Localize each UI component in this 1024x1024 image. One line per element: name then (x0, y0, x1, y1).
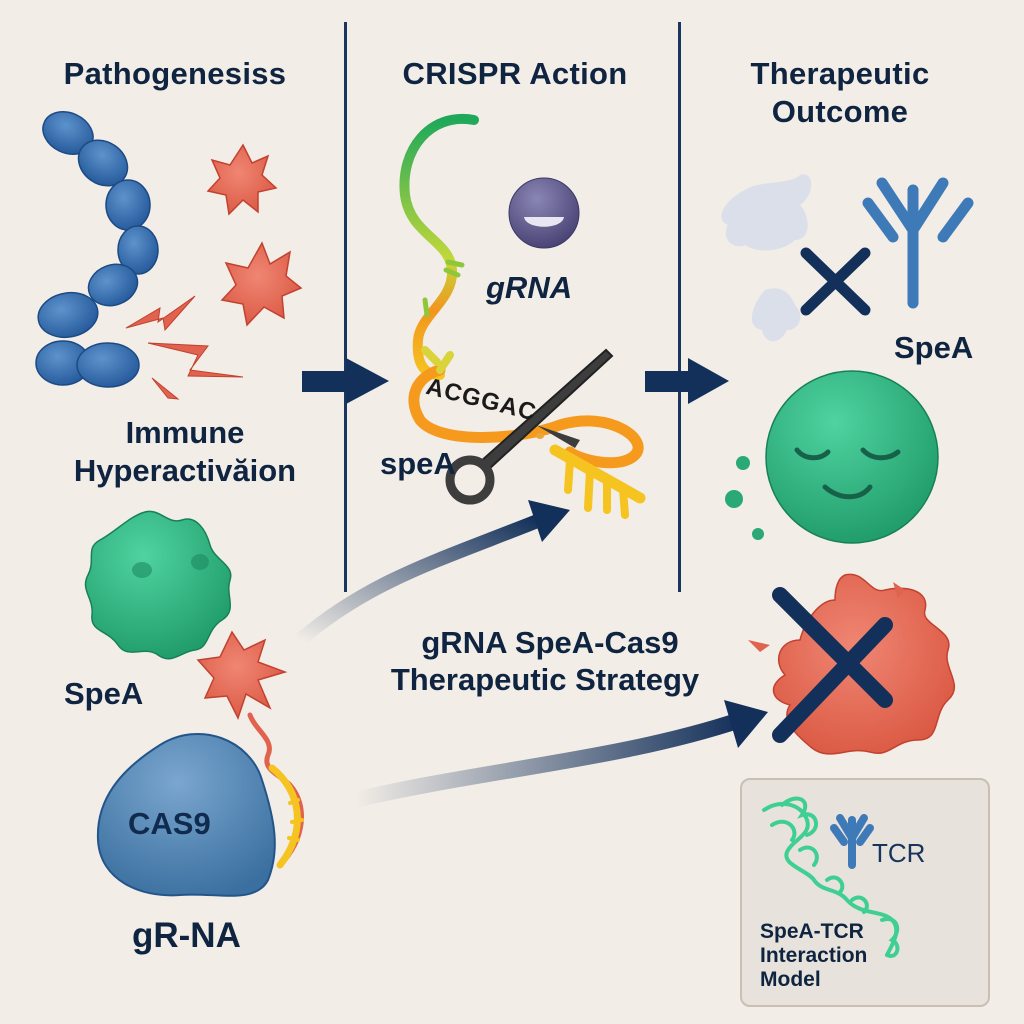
arrow-right-icon (302, 358, 389, 404)
blocked-x-icon (800, 247, 871, 316)
toxin-star-icon (196, 630, 288, 720)
arrow-right-icon (645, 358, 729, 404)
header-therapeutic-outcome-line2: Outcome (771, 94, 909, 129)
protein-ribbon-icon (762, 796, 900, 958)
strategy-arrow-upper (295, 500, 570, 646)
immune-label-line2: Hyperactivăion (73, 453, 297, 488)
antibody-speA-label: SpeA (894, 330, 974, 365)
header-crispr-action: CRISPR Action (402, 56, 628, 91)
toxin-star-icon (206, 143, 278, 216)
healthy-cell-icon (725, 370, 939, 544)
toxin-label: SpeA (64, 676, 144, 711)
cas9-protein-icon (96, 733, 276, 897)
header-pathogenesis: Pathogenesiss (63, 56, 287, 91)
tcr-label: TCR (872, 838, 926, 868)
column-divider-left (344, 22, 347, 592)
antibody-icon (862, 177, 974, 309)
strategy-label-line2: Therapeutic Strategy (390, 662, 700, 697)
streptococcus-chain-icon (35, 111, 159, 388)
destroyed-toxin-icon (748, 573, 955, 755)
toxin-star-icon (220, 241, 303, 327)
grna-label: gRNA (486, 270, 573, 305)
cas9-label: CAS9 (128, 806, 211, 841)
strategy-arrow-lower (353, 700, 768, 808)
destroyed-x-icon (772, 587, 893, 743)
scissors-icon (445, 348, 614, 505)
grna-label-bottom: gR-NA (132, 916, 241, 955)
tcr-model-line1: SpeA-TCR (760, 920, 864, 943)
tcr-interaction-panel: TCR SpeA-TCR Interaction Model (740, 778, 990, 1007)
grna-strand-icon (247, 712, 304, 869)
strategy-label-line1: gRNA SpeA-Cas9 (421, 625, 679, 660)
immune-label-line1: Immune (125, 415, 245, 450)
tcr-model-line2: Interaction (760, 944, 868, 967)
grna-molecule-icon (508, 177, 580, 249)
speA-gene-label: speA (380, 446, 456, 481)
neutralized-toxin-icon (721, 174, 812, 342)
grna-strand-icon (399, 113, 646, 519)
lightning-bolt-icon (125, 295, 244, 400)
header-therapeutic-outcome-line1: Therapeutic (750, 56, 930, 91)
column-divider-right (678, 22, 681, 592)
tcr-model-line3: Model (760, 968, 821, 991)
superantigen-icon (84, 510, 232, 660)
